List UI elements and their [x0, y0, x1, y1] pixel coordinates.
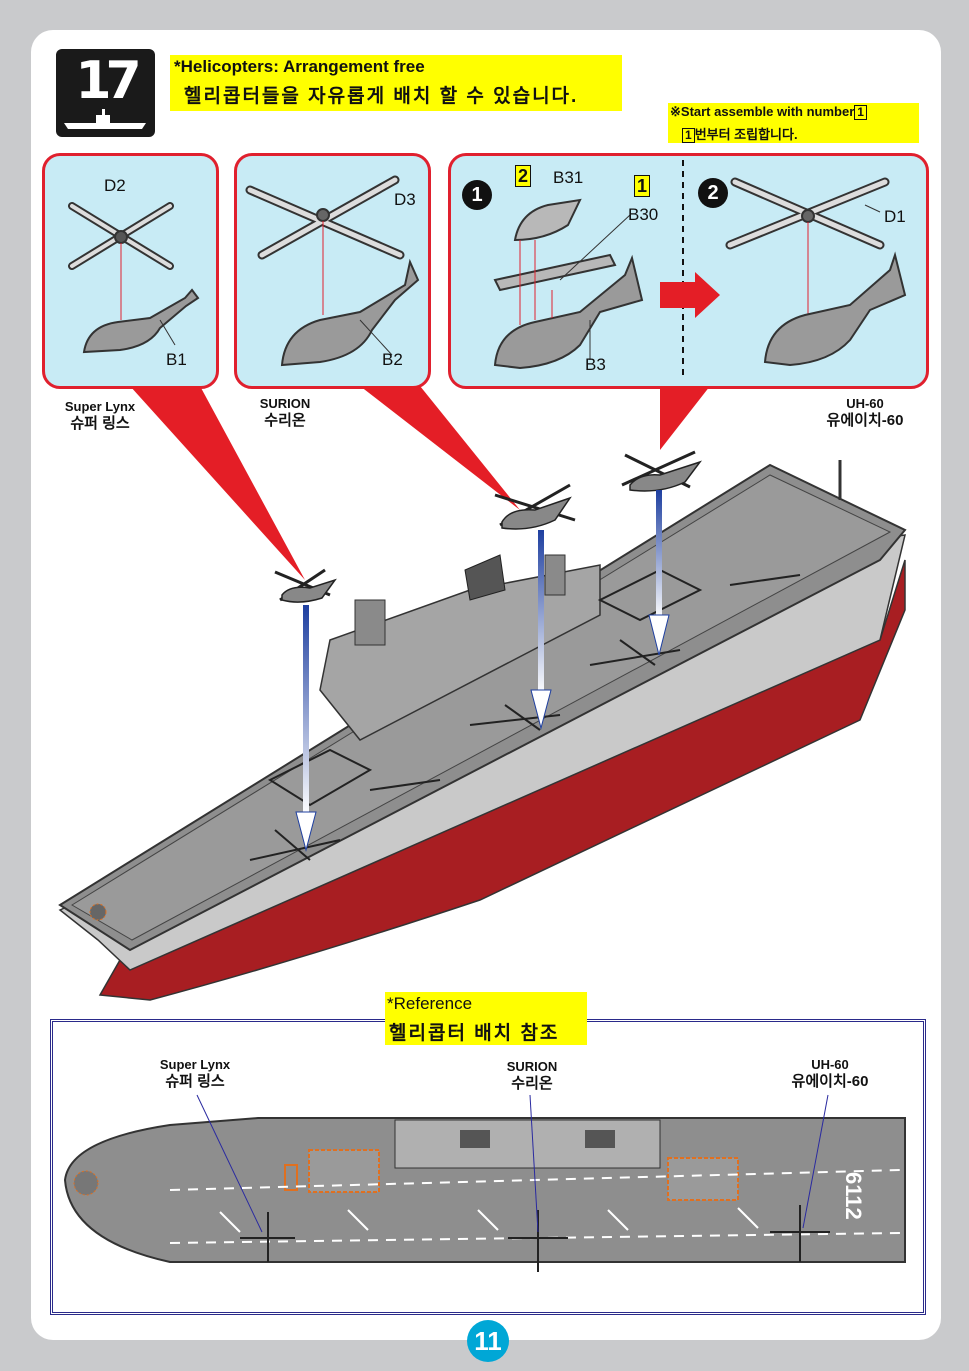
part-label-d1: D1 [884, 207, 906, 226]
part-label-b3: B3 [585, 355, 606, 374]
helicopter-b2 [280, 258, 420, 367]
step-badge: 17 [56, 49, 155, 137]
reference-deck-plan [63, 1094, 906, 1272]
step-2-marker: 2 [698, 178, 728, 208]
part-label-b2: B2 [382, 350, 403, 369]
helicopter-arrangement-note: *Helicopters: Arrangement free 헬리콥터들을 자유… [170, 55, 622, 111]
rotor-d1 [725, 177, 890, 250]
callout-surion [360, 386, 520, 510]
reference-title: *Reference 헬리콥터 배치 참조 [385, 992, 587, 1045]
part-b31 [513, 198, 582, 242]
step-number: 17 [75, 51, 141, 111]
part-b30 [493, 253, 617, 292]
part-label-b1: B1 [166, 350, 187, 369]
part-number-box-2: 2 [515, 165, 532, 187]
panel-super-lynx [42, 153, 219, 389]
ship-model [58, 460, 907, 1001]
ship-helicopter-lynx [274, 568, 337, 603]
ship-helicopter-surion [494, 483, 576, 530]
part-label-b30: B30 [628, 205, 659, 224]
callout-uh60 [660, 386, 710, 450]
note-ko: 헬리콥터들을 자유롭게 배치 할 수 있습니다. [184, 86, 579, 107]
step-1-marker: 1 [462, 180, 492, 210]
ship-helicopter-uh60 [621, 450, 703, 492]
arrow-right-icon [660, 272, 720, 318]
rotor-d3 [245, 175, 405, 260]
part-label-d2: D2 [104, 176, 126, 195]
helicopter-b3 [493, 254, 644, 370]
note-en: *Helicopters: Arrangement free [174, 57, 425, 76]
helicopter-uh60-assembled [763, 251, 907, 367]
rotor-d2 [68, 202, 174, 270]
callout-lynx [130, 386, 305, 580]
helicopter-b1 [82, 288, 200, 354]
hull-number: 6112 [841, 1172, 866, 1220]
part-number-box-1: 1 [634, 175, 651, 197]
ship-silhouette-icon [64, 109, 146, 129]
part-label-b31: B31 [553, 168, 584, 187]
part-label-d3: D3 [394, 190, 416, 209]
page-number: 11 [467, 1320, 509, 1362]
